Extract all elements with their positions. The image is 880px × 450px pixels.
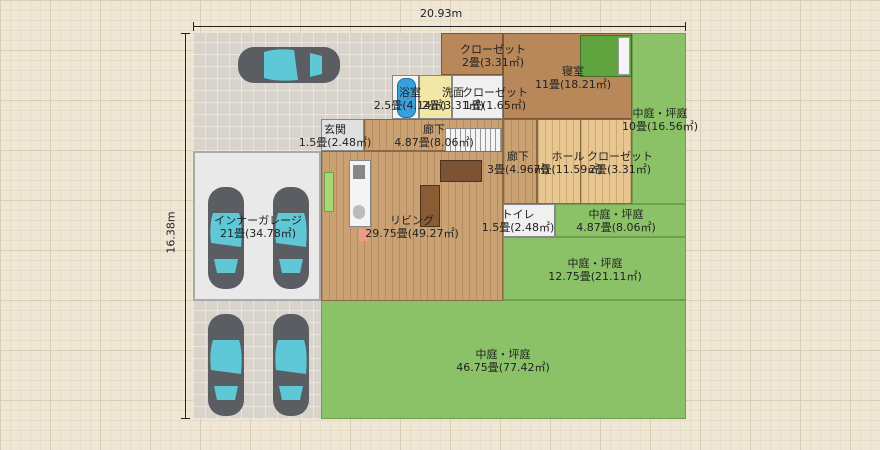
name-bedroom: 寝室 (561, 65, 584, 78)
car-parking-right (273, 314, 309, 416)
area-garden-bottom: 46.75畳(77.42㎡) (456, 361, 550, 374)
kitchen-sink (353, 165, 365, 179)
bathtub (397, 78, 416, 118)
name-closet-hall: クローゼット (587, 150, 653, 163)
hallway-2[interactable] (503, 119, 537, 204)
garden-lower[interactable] (503, 237, 686, 300)
car-garage-right (273, 187, 309, 289)
area-hallway-2: 3畳(4.96㎡) (486, 163, 550, 176)
name-garage: インナーガレージ (214, 214, 302, 227)
name-closet-top: クローゼット (460, 43, 526, 56)
area-closet-hall: 2畳(3.31㎡) (588, 163, 652, 176)
area-bath: 2.5畳(4.14㎡) (373, 99, 447, 112)
name-garden-bottom: 中庭・坪庭 (475, 348, 531, 361)
area-garden-right: 10畳(16.56㎡) (621, 120, 699, 133)
walkin-closet[interactable] (452, 75, 503, 119)
area-bedroom: 11畳(18.21㎡) (534, 78, 612, 91)
garden-mid[interactable] (555, 204, 686, 237)
name-living: リビング (389, 214, 434, 227)
height-dim-tick-top (181, 33, 190, 34)
height-dim-tick-bottom (181, 418, 190, 419)
area-hallway-1: 4.87畳(8.06㎡) (394, 136, 474, 149)
name-hallway-2: 廊下 (506, 150, 529, 163)
dining-table (420, 185, 440, 227)
pillow (618, 37, 630, 75)
width-dimension: 20.93m (420, 7, 463, 20)
garden-right[interactable] (632, 33, 686, 204)
area-entrance: 1.5畳(2.48㎡) (298, 136, 372, 149)
cabinet (440, 160, 482, 182)
height-dimension-line (185, 33, 186, 419)
name-garden-right: 中庭・坪庭 (632, 107, 688, 120)
name-washroom: 洗面 (441, 86, 464, 99)
chair (359, 229, 369, 241)
car-top (238, 47, 340, 83)
entrance[interactable] (321, 119, 364, 151)
width-dimension-line (193, 26, 686, 27)
area-garage: 21畳(34.78㎡) (219, 227, 297, 240)
name-hall: ホール (551, 150, 585, 163)
area-garden-lower: 12.75畳(21.11㎡) (548, 270, 642, 283)
name-garden-mid: 中庭・坪庭 (588, 208, 644, 221)
name-bath: 浴室 (398, 86, 421, 99)
washroom[interactable] (419, 75, 452, 119)
closet-hall[interactable] (580, 119, 632, 204)
name-hallway-1: 廊下 (422, 123, 445, 136)
name-toilet: トイレ (501, 208, 535, 221)
car-parking-left (208, 314, 244, 416)
area-toilet: 1.5畳(2.48㎡) (481, 221, 555, 234)
shelf (324, 172, 334, 212)
name-garden-lower: 中庭・坪庭 (567, 257, 623, 270)
area-closet-top: 2畳(3.31㎡) (461, 56, 525, 69)
closet-top[interactable] (441, 33, 503, 75)
area-living: 29.75畳(49.27㎡) (365, 227, 459, 240)
width-dim-tick-left (193, 22, 194, 31)
name-entrance: 玄関 (323, 123, 346, 136)
area-walkin: 1畳(1.65㎡) (463, 99, 527, 112)
stove (353, 205, 365, 219)
garden-bottom[interactable] (321, 300, 686, 419)
area-garden-mid: 4.87畳(8.06㎡) (576, 221, 656, 234)
width-dim-tick-right (685, 22, 686, 31)
height-dimension: 16.38m (164, 211, 178, 254)
area-washroom: 2畳(3.31㎡) (421, 99, 485, 112)
name-walkin: クローゼット (462, 86, 528, 99)
toilet[interactable] (503, 204, 555, 237)
car-garage-left (208, 187, 244, 289)
area-hall: 7畳(11.59㎡) (533, 163, 603, 176)
